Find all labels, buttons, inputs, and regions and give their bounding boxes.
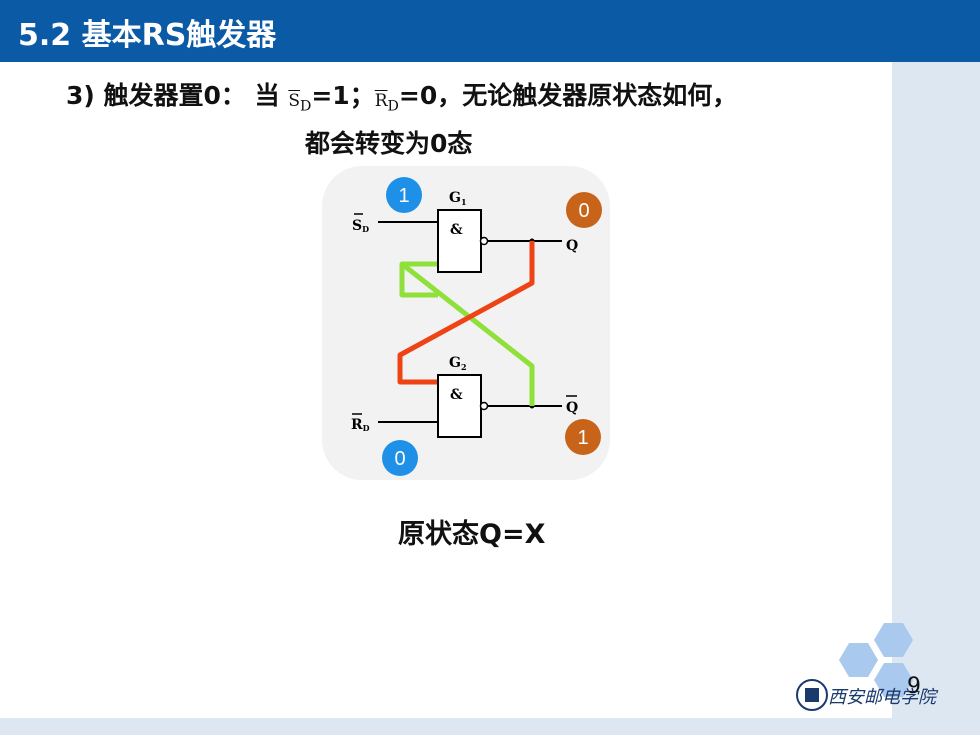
hexagon-left: [839, 643, 878, 677]
feedback-wire-red: [397, 241, 535, 385]
q-value-badge: [566, 192, 602, 228]
qbar-value-badge: [565, 419, 601, 455]
condition-line-1: 3) 触发器置0： 当 SD=1；RD=0，无论触发器原状态如何，: [66, 76, 738, 115]
q-value-badge-text: 0: [578, 200, 589, 222]
gate-g2-symbol: &: [450, 387, 463, 403]
school-emblem-mark: [805, 688, 819, 702]
sd-value-badge: [386, 177, 422, 213]
hexagon-top: [874, 623, 913, 657]
original-state-caption: 原状态Q=X: [398, 519, 546, 550]
rd-sub: D: [387, 98, 399, 115]
rd-value-badge: [382, 440, 418, 476]
qbar-output-label: Q: [566, 400, 578, 416]
gate-g1-symbol: &: [450, 222, 463, 238]
qbar-value-badge-text: 1: [577, 427, 588, 449]
gate-g1-inverter-bubble: [479, 236, 489, 246]
rd-value: =0，无论触发器原状态如何，: [398, 81, 738, 110]
rd-base: R: [374, 91, 388, 111]
bottom-decor-bar: [0, 718, 892, 735]
sd-input-label: SD: [352, 218, 369, 234]
rd-value-badge-text: 0: [394, 448, 405, 470]
rd-input-label: RD: [351, 417, 370, 433]
gate-g1-label: G1: [449, 190, 467, 207]
sd-value: =1；: [311, 81, 375, 110]
diagram-background: [322, 166, 610, 480]
condition-line-2: 都会转变为0态: [305, 129, 473, 158]
rs-flipflop-diagram: & & G1 G2 SD RD Q Q 1 0 1 0: [322, 166, 610, 480]
q-output-label: Q: [566, 238, 578, 254]
hexagon-decoration: [796, 623, 913, 711]
sd-base: S: [288, 91, 300, 111]
condition-prefix: 3) 触发器置0： 当: [66, 81, 280, 110]
hexagon-bottom: [874, 663, 913, 697]
gate-g1: [437, 209, 482, 273]
sd-value-badge-text: 1: [398, 185, 409, 207]
school-name: 西安邮电学院: [828, 687, 936, 708]
page-number: 9: [907, 674, 921, 699]
gate-g2: [437, 374, 482, 438]
sd-signal: SD: [288, 91, 312, 115]
gate-g2-inverter-bubble: [479, 401, 489, 411]
rd-signal: RD: [374, 91, 399, 115]
gate-g2-label: G2: [449, 355, 467, 372]
slide-title: 5.2 基本RS触发器: [18, 18, 277, 53]
sd-sub: D: [300, 98, 312, 115]
title-bar: 5.2 基本RS触发器: [0, 0, 980, 62]
right-decor-panel: [892, 62, 980, 735]
